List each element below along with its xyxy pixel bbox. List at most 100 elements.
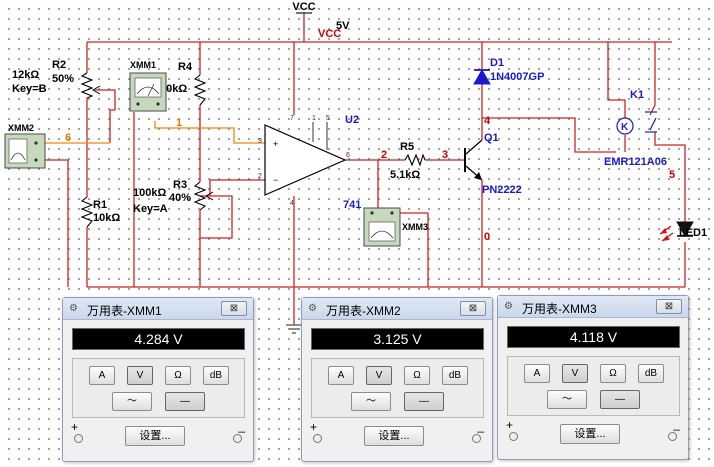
pin-5: 5 — [326, 115, 330, 122]
positive-terminal[interactable] — [509, 432, 518, 441]
window-titlebar[interactable]: ⚙ 万用表-XMM2 ⊠ — [302, 298, 492, 320]
r2-potentiometer[interactable]: R2 50% 12kΩ Key=B — [12, 59, 101, 99]
d1-name: D1 — [490, 57, 504, 69]
multimeter-window-xmm3[interactable]: ⚙ 万用表-XMM3 ⊠ 4.118 V A V Ω dB 〜 — + _ 设置… — [497, 295, 689, 460]
mode-amps-button[interactable]: A — [328, 366, 354, 385]
window-title: 万用表-XMM3 — [522, 302, 597, 316]
window-titlebar[interactable]: ⚙ 万用表-XMM3 ⊠ — [498, 296, 688, 318]
r5-resistor[interactable]: R5 5.1kΩ — [390, 141, 426, 181]
r2-percent: 50% — [52, 73, 74, 85]
opamp-plus-sign: + — [273, 139, 278, 149]
close-button[interactable]: ⊠ — [656, 299, 682, 314]
mode-volts-button[interactable]: V — [366, 366, 392, 385]
r3-name: R3 — [173, 179, 187, 191]
led1[interactable]: LED1 — [659, 221, 707, 242]
net-1: 1 — [176, 117, 182, 129]
r3-key: Key=A — [133, 203, 168, 215]
vcc-top-label: VCC — [292, 1, 315, 13]
r4-value: 10kΩ — [160, 83, 187, 95]
u2-opamp[interactable]: + − 7 1 5 3 2 6 4 U2 741 — [258, 114, 361, 211]
r2-name: R2 — [52, 59, 66, 71]
r4-resistor[interactable]: R4 10kΩ — [160, 61, 207, 106]
r2-value: 12kΩ — [12, 69, 39, 81]
pin-4: 4 — [290, 200, 294, 207]
negative-terminal[interactable] — [472, 434, 481, 443]
net-labels: 6 1 2 3 4 5 0 — [65, 115, 675, 243]
opamp-minus-sign: − — [273, 175, 278, 185]
r1-resistor[interactable]: R1 10kΩ — [80, 196, 120, 228]
window-titlebar[interactable]: ⚙ 万用表-XMM1 ⊠ — [63, 298, 253, 320]
pin-7: 7 — [290, 115, 294, 122]
net-0: 0 — [484, 231, 490, 243]
mode-ohms-button[interactable]: Ω — [600, 364, 626, 383]
net-5: 5 — [669, 169, 675, 181]
mode-ohms-button[interactable]: Ω — [404, 366, 430, 385]
close-button[interactable]: ⊠ — [221, 301, 247, 316]
u2-part: 741 — [343, 199, 361, 211]
mode-db-button[interactable]: dB — [442, 366, 468, 385]
window-title: 万用表-XMM1 — [87, 304, 162, 318]
positive-terminal-label: + — [71, 420, 79, 434]
settings-button[interactable]: 设置... — [364, 426, 424, 446]
pin-2: 2 — [258, 173, 262, 180]
mode-db-button[interactable]: dB — [638, 364, 664, 383]
xmm3-instrument[interactable]: XMM3 — [363, 207, 428, 247]
led1-name: LED1 — [679, 227, 707, 239]
dc-button[interactable]: — — [165, 392, 205, 411]
pin-1: 1 — [312, 115, 316, 122]
svg-text:K: K — [621, 122, 629, 133]
positive-terminal[interactable] — [313, 434, 322, 443]
reading-display: 4.118 V — [507, 326, 680, 348]
net-2: 2 — [381, 149, 387, 161]
settings-button[interactable]: 设置... — [560, 424, 620, 444]
positive-terminal-label: + — [506, 418, 514, 432]
negative-terminal-label: _ — [673, 417, 680, 431]
negative-terminal-label: _ — [238, 419, 245, 433]
close-button[interactable]: ⊠ — [460, 301, 486, 316]
multimeter-window-xmm1[interactable]: ⚙ 万用表-XMM1 ⊠ 4.284 V A V Ω dB 〜 — + _ 设置… — [62, 297, 254, 462]
negative-terminal[interactable] — [668, 432, 677, 441]
vcc-source[interactable]: VCC 5V VCC — [292, 1, 350, 40]
ac-button[interactable]: 〜 — [351, 392, 391, 411]
positive-terminal-label: + — [310, 420, 318, 434]
xmm2-instrument[interactable]: XMM2 — [4, 123, 46, 169]
u2-name: U2 — [345, 114, 359, 126]
vcc-value-label: 5V — [336, 20, 350, 32]
q1-transistor[interactable]: Q1 PN2222 — [464, 132, 522, 196]
vcc-rail-label: VCC — [318, 28, 341, 40]
net-4: 4 — [484, 115, 491, 127]
d1-diode[interactable]: D1 1N4007GP — [473, 57, 544, 85]
xmm1-instrument[interactable]: XMM1 — [129, 60, 167, 112]
net-6: 6 — [65, 132, 71, 144]
mode-db-button[interactable]: dB — [203, 366, 229, 385]
xmm3-name: XMM3 — [402, 222, 428, 232]
d1-part: 1N4007GP — [490, 71, 544, 83]
dc-button[interactable]: — — [600, 390, 640, 409]
ac-button[interactable]: 〜 — [547, 390, 587, 409]
pin-6: 6 — [346, 152, 350, 159]
settings-button[interactable]: 设置... — [125, 426, 185, 446]
positive-terminal[interactable] — [74, 434, 83, 443]
negative-terminal-label: _ — [477, 419, 484, 433]
control-panel: A V Ω dB 〜 — — [311, 358, 484, 418]
ac-button[interactable]: 〜 — [112, 392, 152, 411]
negative-terminal[interactable] — [233, 434, 242, 443]
mode-volts-button[interactable]: V — [562, 364, 588, 383]
ground-icon — [286, 324, 302, 334]
k1-part: EMR121A06 — [604, 156, 667, 168]
r2-key: Key=B — [12, 83, 47, 95]
mode-amps-button[interactable]: A — [524, 364, 550, 383]
multimeter-icon: ⚙ — [69, 303, 78, 314]
q1-name: Q1 — [484, 132, 499, 144]
mode-amps-button[interactable]: A — [89, 366, 115, 385]
r5-value: 5.1kΩ — [390, 169, 420, 181]
multimeter-window-xmm2[interactable]: ⚙ 万用表-XMM2 ⊠ 3.125 V A V Ω dB 〜 — + _ 设置… — [301, 297, 493, 462]
xmm1-name: XMM1 — [130, 60, 156, 70]
mode-ohms-button[interactable]: Ω — [165, 366, 191, 385]
mode-volts-button[interactable]: V — [127, 366, 153, 385]
r5-name: R5 — [400, 141, 414, 153]
dc-button[interactable]: — — [404, 392, 444, 411]
k1-relay[interactable]: K K1 EMR121A06 — [604, 89, 667, 168]
r3-potentiometer[interactable]: R3 40% 100kΩ Key=A — [133, 179, 214, 215]
